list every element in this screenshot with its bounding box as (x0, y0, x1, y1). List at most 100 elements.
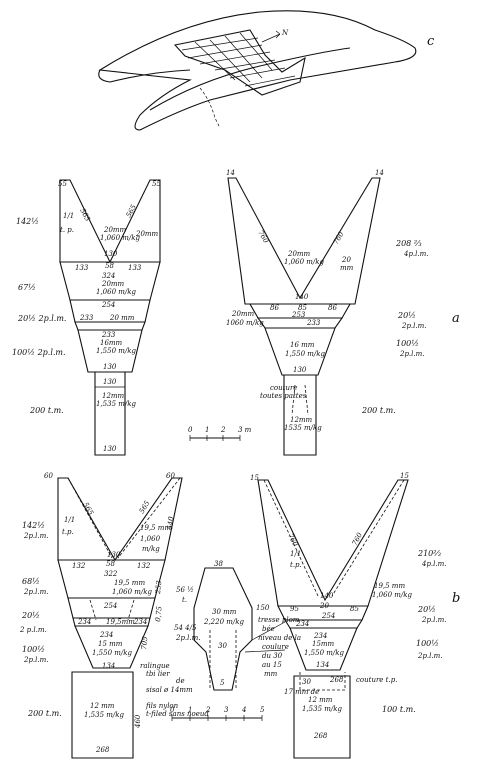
a-left-belly-4 (77, 329, 143, 373)
a-right-wing-nylon: 1,060 m/kg (284, 258, 325, 266)
b-left-dash-wing-l (67, 477, 113, 559)
b-center-nyl2220: 2,220 m/kg (203, 618, 245, 626)
a-left-top-right: 55 (152, 180, 161, 188)
b-right-top-left: 15 (250, 474, 259, 482)
b-left-fils: fils nylon (145, 702, 179, 710)
b-center-niveau2: coulure (262, 643, 289, 651)
a-right-m4nyl: 1,550 m/kg (285, 350, 326, 358)
net-shape (173, 29, 306, 96)
scale-b-label-0: 0 (170, 706, 175, 714)
a-right-codend (283, 374, 317, 456)
scale-a: 0 1 2 3 m (188, 426, 252, 441)
scale-b-label-3: 3 (224, 706, 229, 714)
b-left-side-1425b: 2p.l.m. (23, 532, 49, 540)
b-right-b20: 20 (319, 602, 329, 610)
a-left-b130: 130 (103, 363, 117, 371)
panel-b-right-net: 15 15 760 760 1/1 t.p. 210⅔ 4p.l.m. 140 … (250, 472, 460, 759)
a-right-side-205: 20½ (397, 311, 416, 320)
b-left-b254: 254 (103, 602, 117, 610)
a-left-codend (94, 371, 126, 456)
a-left-m2mm: 20mm (101, 280, 125, 288)
b-right-dash-wing-l (263, 479, 319, 597)
b-left-codend (71, 671, 134, 759)
a-right-wing-mesh-r: 20 (341, 256, 351, 264)
b-left-dash-1 (89, 599, 97, 621)
a-left-m5nyl: 1,535 m/kg (96, 400, 137, 408)
b-center-bot5: 5 (220, 679, 225, 687)
a-left-wing-mesh: 20mm (103, 226, 127, 234)
b-left-m12: 12 mm (90, 702, 115, 710)
b-left-de: de (176, 677, 185, 685)
a-left-wing-nylon: 1,060 m/kg (100, 234, 141, 242)
a-left-top-left: 55 (58, 180, 67, 188)
a-left-m4nyl: 1,550 m/kg (96, 347, 137, 355)
b-right-b85: 85 (350, 605, 359, 613)
b-left-b234l: 234 (77, 618, 91, 626)
b-center-leader-2 (244, 649, 286, 653)
b-right-m17: 17 mm de (284, 688, 319, 696)
a-left-b133l: 133 (75, 264, 89, 272)
a-right-couture: couture (270, 384, 297, 392)
b-right-side-left: 760 (286, 532, 299, 548)
a-left-b130b: 130 (103, 378, 117, 386)
b-left-b234-mid: 234 (99, 631, 113, 639)
b-left-side-1425: 142½ (22, 521, 45, 530)
b-left-wings-outline (57, 477, 183, 562)
a-right-m5mm: 12mm (290, 416, 313, 424)
a-left-wing-mesh-r: 20mm (135, 230, 159, 238)
b-left-tp: t.p. (62, 528, 74, 536)
b-center-l150: 150 (256, 604, 270, 612)
a-left-side-200: 200 t.m. (29, 406, 64, 415)
arrow-n (261, 30, 281, 43)
b-center-tp: t. (182, 596, 187, 604)
a-right-m4mm: 16 mm (290, 341, 315, 349)
b-right-belly-3 (289, 627, 358, 671)
b-right-bot268: 268 (313, 732, 328, 740)
b-left-top-right: 60 (166, 472, 175, 480)
b-right-b134: 134 (316, 661, 329, 669)
a-right-side-left: 760 (256, 229, 270, 245)
net-hatching (181, 32, 296, 87)
b-left-b132l: 132 (72, 562, 86, 570)
a-right-side-205b: 2p.l.m. (401, 322, 427, 330)
b-left-ralingue3: sisal ø 14mm (146, 686, 193, 694)
b-left-side-540: 540 (166, 516, 175, 531)
b-left-nyl1060b: m/kg (142, 545, 160, 553)
a-right-r140: 140 (295, 293, 309, 301)
b-left-side-685b: 2p.l.m. (23, 588, 49, 596)
b-right-side-1005: 100½ (416, 639, 439, 648)
b-left-nyl1060c: 1,060 m/kg (112, 588, 153, 596)
a-left-frac: 1/1 (63, 212, 74, 220)
a-right-side-208b: 4p.l.m. (403, 250, 429, 258)
a-right-belly-3 (264, 327, 336, 376)
a-right-side-208: 208 ⅔ (395, 239, 422, 248)
a-left-b58: 58 (105, 262, 114, 270)
a-right-side-200: 200 t.m. (361, 406, 396, 415)
b-right-b268top: 268 (329, 676, 344, 684)
panel-label-b: b (452, 591, 460, 606)
b-center-m30: 30 mm (212, 608, 237, 616)
b-left-v705: 705 (140, 636, 149, 651)
b-left-b58: 58 (106, 560, 115, 568)
b-left-side-685: 68½ (22, 577, 40, 586)
scale-b-label-4: 4 (241, 706, 246, 714)
a-left-meshes-wings: 142½ (16, 217, 39, 226)
a-right-seam-l (291, 384, 296, 416)
b-right-r140: 140 (320, 592, 334, 600)
a-right-r130: 130 (293, 366, 307, 374)
b-right-dash-codend (299, 672, 346, 691)
b-left-side-right: 565 (138, 499, 152, 515)
hull-dashed-line (199, 87, 221, 129)
a-right-wing-mesh: 20mm (287, 250, 311, 258)
a-right-m5nyl: 1535 m/kg (284, 424, 322, 432)
b-left-v253: 253 (154, 580, 164, 596)
b-right-side-100: 100 t.m. (382, 705, 416, 714)
b-left-mesh195b: 19,5 mm (114, 579, 145, 587)
arrow-n-label: N (281, 29, 289, 37)
a-left-m5mm: 12mm (102, 392, 125, 400)
b-right-b234b: 234 (313, 632, 327, 640)
b-left-fils2: t-filed sans noeud (146, 710, 209, 718)
b-left-belly-4 (74, 625, 149, 669)
scale-a-label-1: 1 (205, 426, 209, 434)
b-left-b132r: 132 (137, 562, 151, 570)
